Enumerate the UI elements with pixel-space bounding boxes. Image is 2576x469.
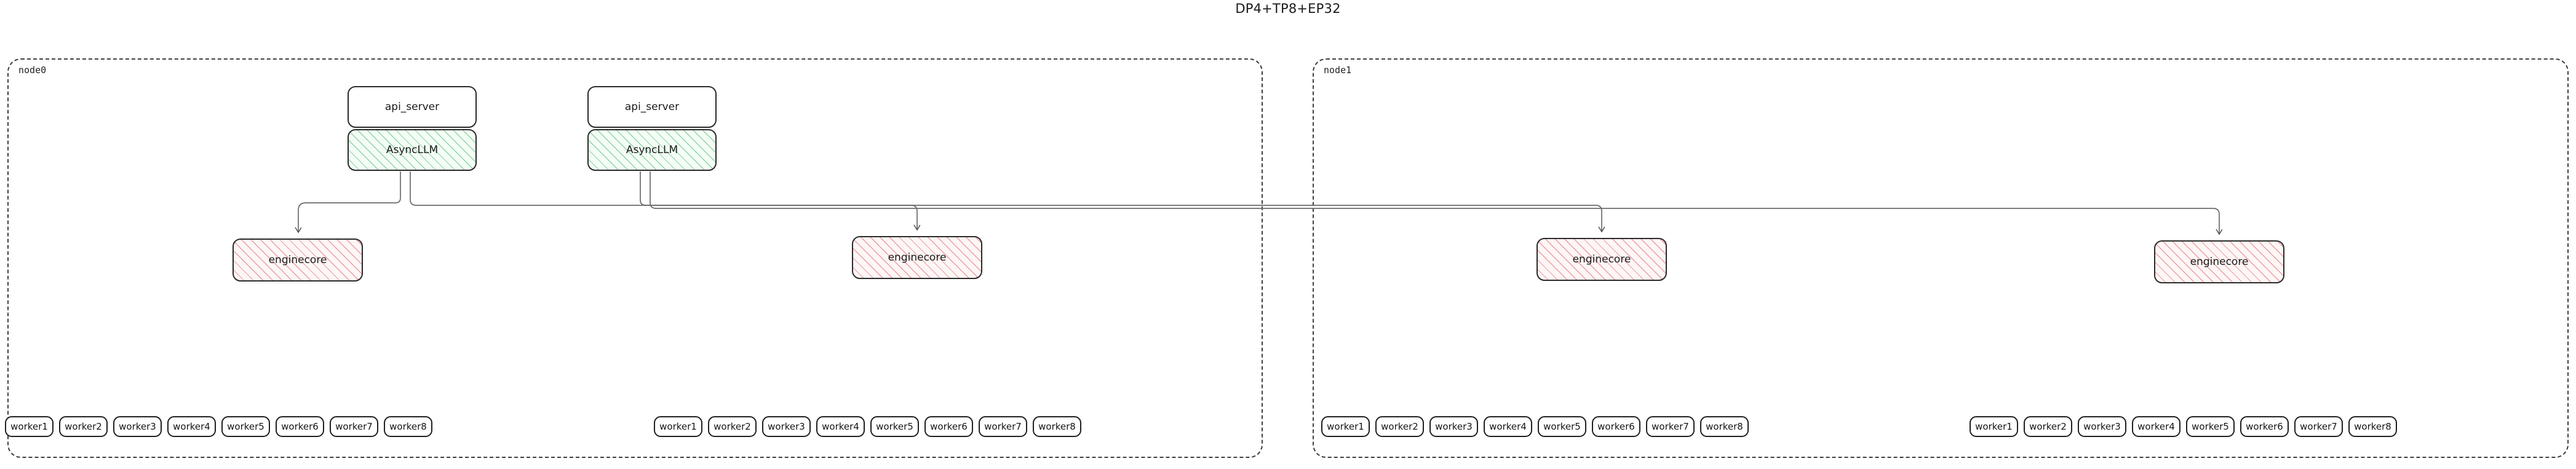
worker-label: worker5: [227, 421, 264, 432]
enginecore-box-4[interactable]: enginecore: [2154, 240, 2284, 283]
worker-box[interactable]: worker1: [1970, 416, 2018, 437]
enginecore-box-1[interactable]: enginecore: [233, 238, 363, 282]
worker-box[interactable]: worker2: [59, 416, 108, 437]
worker-label: worker6: [930, 421, 968, 432]
asyncllm-box-1[interactable]: AsyncLLM: [348, 129, 477, 171]
worker-box[interactable]: worker4: [1484, 416, 1532, 437]
worker-box[interactable]: worker6: [924, 416, 973, 437]
worker-box[interactable]: worker3: [1429, 416, 1478, 437]
worker-box[interactable]: worker2: [708, 416, 757, 437]
worker-label: worker8: [2354, 421, 2391, 432]
worker-label: worker1: [1975, 421, 2013, 432]
worker-label: worker4: [2137, 421, 2175, 432]
enginecore-label: enginecore: [268, 254, 327, 266]
worker-label: worker8: [1706, 421, 1743, 432]
node-container-node0: [7, 58, 1263, 458]
worker-label: worker3: [119, 421, 156, 432]
worker-box[interactable]: worker1: [1321, 416, 1370, 437]
worker-label: worker5: [1543, 421, 1581, 432]
enginecore-label: enginecore: [1572, 253, 1631, 266]
worker-label: worker7: [335, 421, 373, 432]
worker-box[interactable]: worker8: [1700, 416, 1749, 437]
worker-box[interactable]: worker8: [2348, 416, 2397, 437]
worker-label: worker2: [1381, 421, 1418, 432]
node-label-node0: node0: [18, 65, 47, 76]
worker-box[interactable]: worker3: [2078, 416, 2126, 437]
worker-label: worker5: [2192, 421, 2229, 432]
node-label-node1: node1: [1324, 65, 1352, 76]
asyncllm-box-2[interactable]: AsyncLLM: [587, 129, 717, 171]
worker-label: worker6: [281, 421, 319, 432]
worker-box[interactable]: worker2: [1375, 416, 1424, 437]
worker-box[interactable]: worker4: [2132, 416, 2180, 437]
worker-label: worker1: [1327, 421, 1364, 432]
worker-box[interactable]: worker4: [816, 416, 865, 437]
asyncllm-label: AsyncLLM: [626, 144, 678, 156]
worker-box[interactable]: worker1: [654, 416, 702, 437]
enginecore-label: enginecore: [2190, 256, 2249, 268]
worker-label: worker3: [1435, 421, 1473, 432]
worker-label: worker1: [10, 421, 48, 432]
worker-label: worker6: [2246, 421, 2283, 432]
worker-label: worker5: [876, 421, 913, 432]
worker-box[interactable]: worker5: [2186, 416, 2235, 437]
worker-box[interactable]: worker5: [870, 416, 919, 437]
enginecore-label: enginecore: [888, 251, 947, 264]
worker-label: worker8: [1038, 421, 1076, 432]
api-server-box-2[interactable]: api_server: [587, 86, 717, 128]
page-title: DP4+TP8+EP32: [1235, 1, 1341, 16]
worker-label: worker3: [2083, 421, 2121, 432]
worker-box[interactable]: worker2: [2024, 416, 2072, 437]
worker-box[interactable]: worker8: [1033, 416, 1081, 437]
worker-box[interactable]: worker7: [2294, 416, 2343, 437]
worker-box[interactable]: worker6: [1592, 416, 1640, 437]
worker-box[interactable]: worker3: [113, 416, 162, 437]
worker-box[interactable]: worker1: [5, 416, 54, 437]
worker-label: worker7: [1652, 421, 1689, 432]
worker-box[interactable]: worker3: [762, 416, 811, 437]
worker-label: worker7: [984, 421, 1022, 432]
worker-label: worker1: [659, 421, 697, 432]
worker-box[interactable]: worker8: [384, 416, 432, 437]
enginecore-box-3[interactable]: enginecore: [1536, 238, 1667, 281]
worker-box[interactable]: worker5: [221, 416, 270, 437]
worker-label: worker8: [389, 421, 427, 432]
worker-label: worker2: [2029, 421, 2067, 432]
api-server-label: api_server: [624, 101, 680, 113]
api-server-box-1[interactable]: api_server: [348, 86, 477, 128]
worker-label: worker7: [2300, 421, 2337, 432]
worker-box[interactable]: worker7: [330, 416, 378, 437]
worker-box[interactable]: worker4: [167, 416, 216, 437]
worker-label: worker6: [1597, 421, 1635, 432]
worker-label: worker4: [173, 421, 210, 432]
node-container-node1: [1313, 58, 2569, 458]
api-server-label: api_server: [384, 101, 440, 113]
worker-label: worker4: [822, 421, 859, 432]
worker-label: worker3: [768, 421, 805, 432]
worker-label: worker2: [714, 421, 751, 432]
enginecore-box-2[interactable]: enginecore: [852, 236, 982, 279]
worker-label: worker2: [65, 421, 102, 432]
worker-label: worker4: [1489, 421, 1527, 432]
asyncllm-label: AsyncLLM: [386, 144, 439, 156]
worker-box[interactable]: worker5: [1538, 416, 1586, 437]
worker-box[interactable]: worker7: [979, 416, 1027, 437]
worker-box[interactable]: worker6: [276, 416, 324, 437]
worker-box[interactable]: worker6: [2240, 416, 2289, 437]
worker-box[interactable]: worker7: [1646, 416, 1695, 437]
